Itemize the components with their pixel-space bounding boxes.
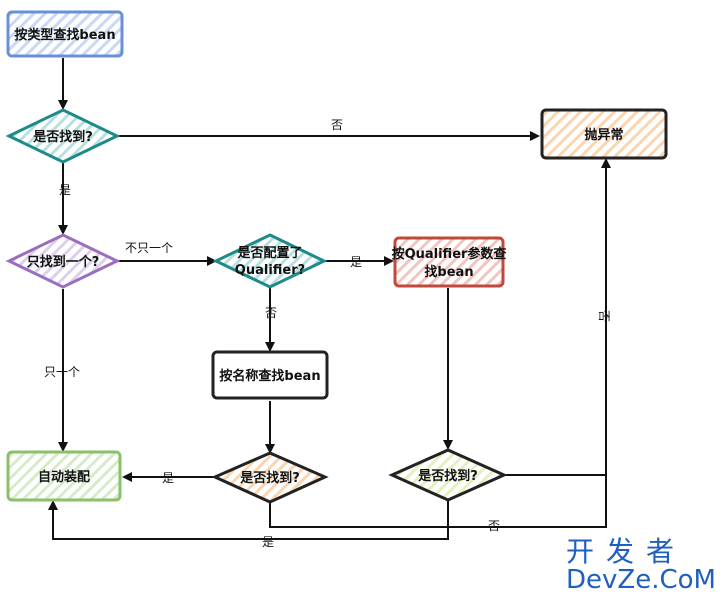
decision-qualifier: 是否配置了 Qualifier? [212,233,328,289]
decision-found-3: 是否找到? [388,448,508,502]
edge-found2-no-to-exception [269,475,607,528]
watermark-en: DevZe.CoM [566,565,716,595]
node-find-by-qualifier-line2: 找bean [424,264,473,280]
label-only-one: 只一个 [44,365,80,379]
node-throw-exception: 抛异常 [540,108,668,160]
node-find-by-name-label: 按名称查找bean [219,368,320,384]
node-find-by-type: 按类型查找bean [6,10,124,58]
decision-qualifier-line2: Qualifier? [235,263,305,278]
node-find-by-name: 按名称查找bean [211,350,329,400]
decision-found-2-label: 是否找到? [239,470,300,486]
label-yes-found: 是 [59,183,71,197]
decision-found-1-label: 是否找到? [32,129,93,145]
decision-only-one: 只找到一个? [5,233,121,289]
decision-found-1: 是否找到? [5,108,121,164]
decision-found-3-label: 是否找到? [417,468,478,484]
watermark-cn: 开发者 [566,535,686,568]
label-yes-name: 是 [162,471,174,485]
edges [48,58,611,540]
decision-qualifier-line1: 是否配置了 [236,246,302,261]
label-not-only-one: 不只一个 [125,241,173,255]
edge-labels: 否 是 不只一个 只一个 是 否 否 是 否 是 [44,118,611,549]
node-find-by-type-label: 按类型查找bean [14,27,115,43]
decision-found-2: 是否找到? [211,451,329,504]
label-no-bottom: 否 [488,519,500,533]
label-yes-bottom: 是 [262,535,274,549]
node-find-by-qualifier-line1: 按Qualifier参数查 [392,246,508,262]
edge-found3-to-exception [504,158,611,476]
label-yes-qualifier: 是 [350,255,362,269]
label-no-top: 否 [331,118,343,132]
node-autowire: 自动装配 [6,450,122,502]
node-find-by-qualifier: 按Qualifier参数查 找bean [392,236,508,288]
watermark: 开发者 DevZe.CoM [566,535,716,595]
edge-found3-yes-to-autowire [48,500,449,540]
label-no-qualifier: 否 [265,306,277,320]
decision-only-one-label: 只找到一个? [27,254,100,270]
node-autowire-label: 自动装配 [38,469,90,485]
node-throw-exception-label: 抛异常 [584,127,623,143]
label-no-right: 否 [597,310,611,322]
